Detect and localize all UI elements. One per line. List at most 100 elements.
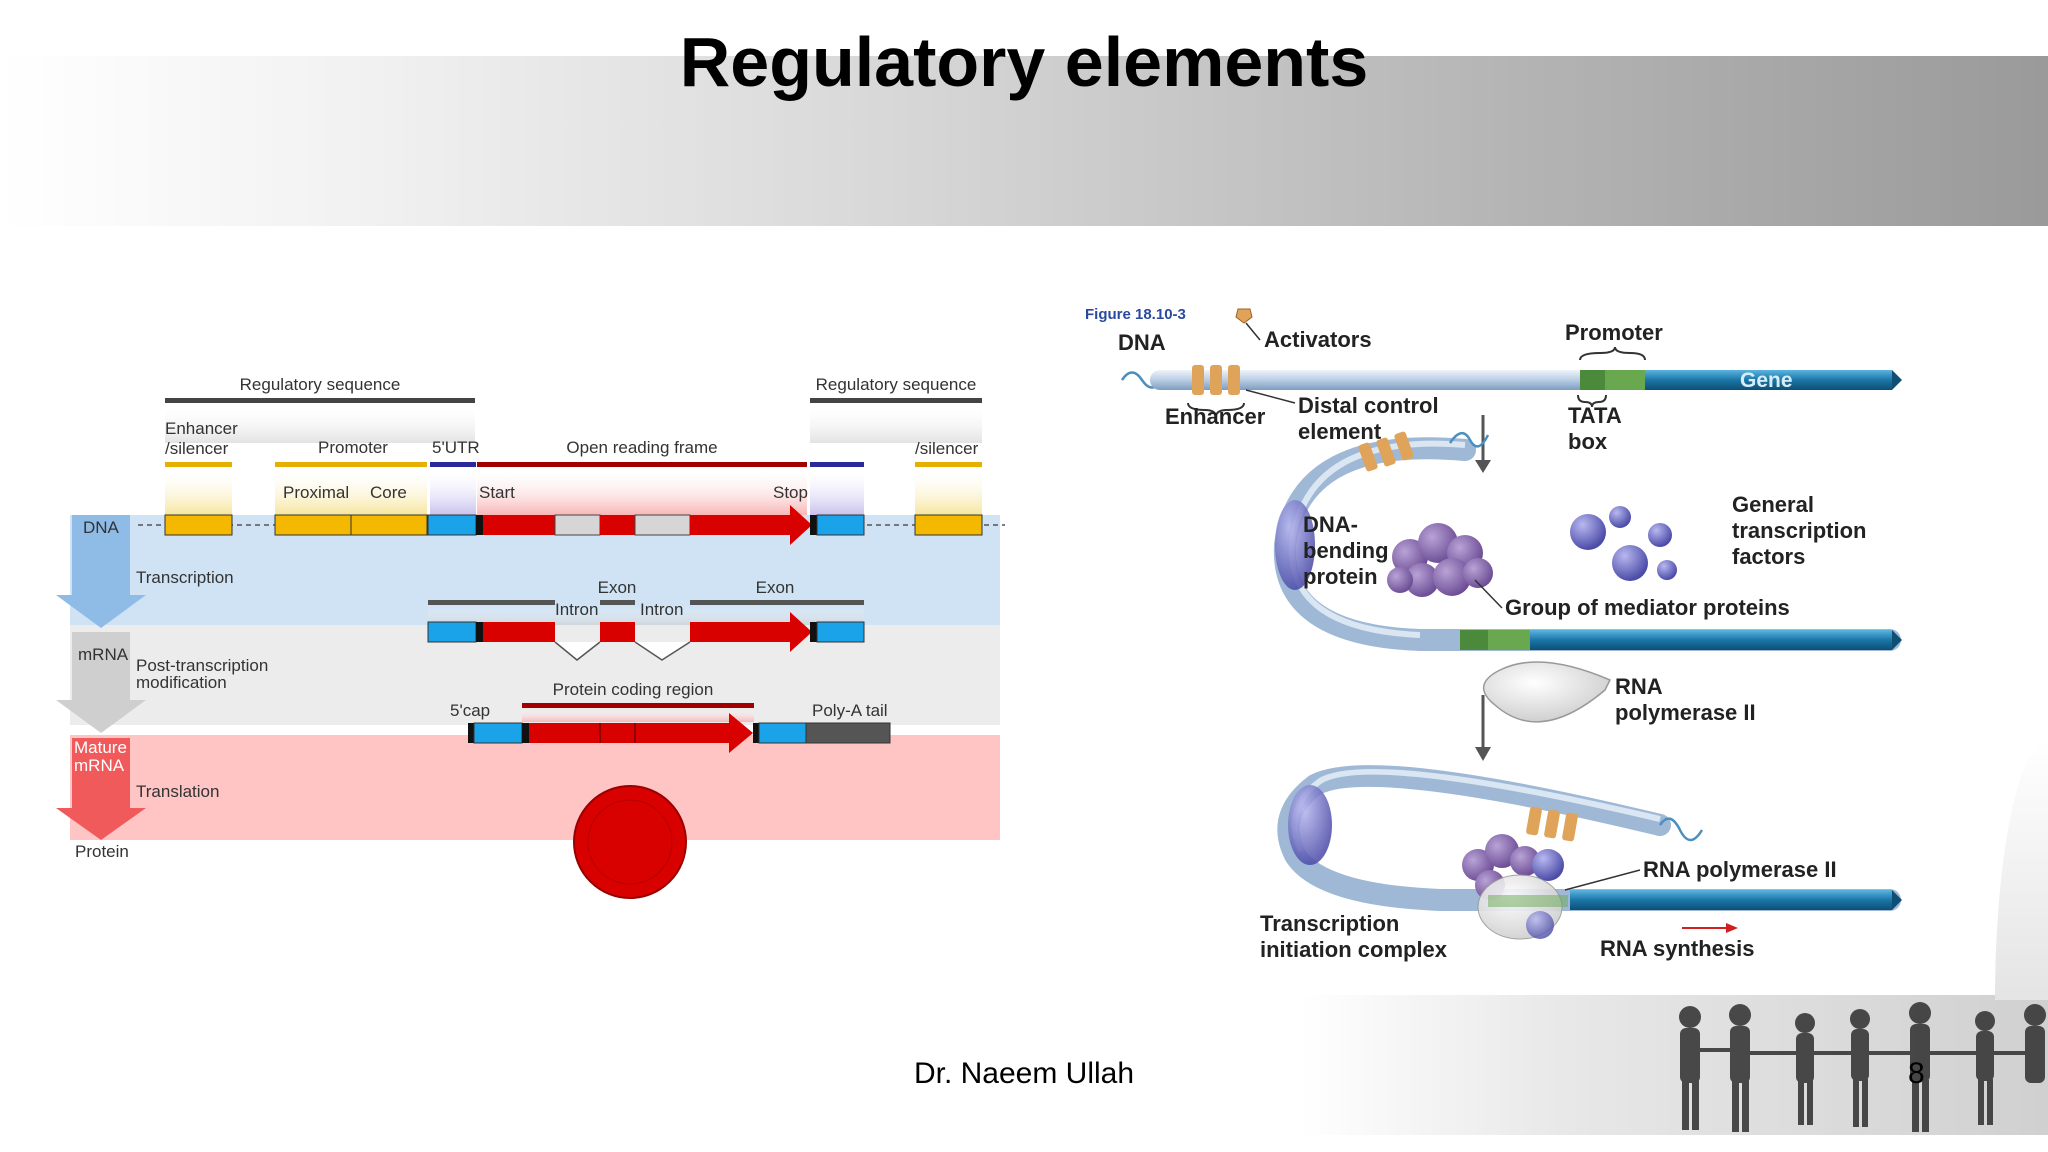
intron2-label: Intron [640,600,683,619]
rna-polymerase-blob [1483,661,1612,723]
middle-enhancer-bands [1358,431,1414,472]
header-band [0,56,2048,226]
figure-label: Figure 18.10-3 [1085,306,1186,323]
silencer-right-bar [915,462,982,467]
general-factors [1570,506,1677,581]
general-label-1: General [1732,492,1814,517]
dna-utr5-block [427,514,477,536]
gene-label: Gene [1740,369,1793,392]
activator-icon [1235,308,1253,324]
initiation-label-2: initiation complex [1260,937,1448,962]
right-edge-decoration [1995,740,2048,1000]
middle-promoter [1488,630,1530,650]
regulatory-sequence-right-label: Regulatory sequence [816,375,977,394]
distal-label-1: Distal control [1298,393,1439,418]
premrna-shade [428,605,864,625]
activator-pointer [1245,322,1261,341]
promoter-bracket [1579,346,1646,361]
dna-stop-codon [810,515,817,535]
mature-stop [753,723,759,743]
dna-intron1 [554,514,601,536]
premrna-top-bar-right [690,600,864,605]
utr3-bar [810,462,864,467]
tata-label-1: TATA [1568,403,1622,428]
tata-bracket [1577,394,1607,408]
utr-shade [430,467,476,515]
promoter-bar [275,462,427,467]
promoter-segment [1605,370,1645,390]
enhancer-bar [165,462,232,467]
orf-bar [477,462,807,467]
premrna-top-bar-left [428,600,555,605]
dna-upstream-tube [1150,370,1650,390]
regulatory-bar-right [810,398,982,403]
bottom-gene-tube [1570,890,1892,910]
distal-label-2: element [1298,419,1382,444]
enhancer-shade [165,467,232,515]
dna-utr3-block [816,514,865,536]
enhancer-bands [1192,365,1240,395]
promoter-label: Promoter [1565,320,1663,345]
transcription-label: Transcription [136,568,234,587]
mediator-cluster [1387,523,1493,597]
regulatory-shade-left [165,403,475,443]
middle-gene-end [1892,630,1902,650]
dna-exon1 [483,515,555,535]
step-arrow-1-head [1475,460,1491,473]
dna-proximal-block [274,514,352,536]
mediator-pointer [1474,579,1503,609]
dna-silencer-block [914,514,983,536]
post-transcription-label-1: Post-transcription [136,656,268,675]
polya-label: Poly-A tail [812,701,888,720]
silencer-right-label: /silencer [915,439,979,458]
post-transcription-label-2: modification [136,673,227,692]
cap-label: 5'cap [450,701,490,720]
dna-label: DNA [83,518,120,537]
orf-label: Open reading frame [566,438,717,457]
protein-label: Protein [75,842,129,861]
mrna-stage-arrow [56,632,146,733]
enhancer-label-2: /silencer [165,439,229,458]
gene-structure-diagram: Regulatory sequence Regulatory sequence … [56,375,1005,899]
rnapol2-pointer [1564,869,1641,891]
transcription-initiation-diagram: Figure 18.10-3 DNA Gene Activators Promo… [1085,306,1902,962]
mediator-label: Group of mediator proteins [1505,595,1790,620]
bottom-enhancer-bands [1526,806,1578,842]
rnapol-label-1: RNA [1615,674,1663,699]
intron1-label: Intron [555,600,598,619]
bottom-helix-end [1658,817,1704,842]
protein-band [70,735,1000,840]
core-label: Core [370,483,407,502]
initiation-label-1: Transcription [1260,911,1399,936]
footer-author: Dr. Naeem Ullah [913,1057,1135,1090]
bottom-bending-protein [1288,785,1332,865]
enhancer-bracket [1187,402,1245,418]
start-label: Start [479,483,515,502]
dna-start-codon [476,515,483,535]
mrna-label: mRNA [78,645,129,664]
promoter-shade [275,467,427,515]
mature-mrna-label-1: Mature [74,738,127,757]
dna-exon2 [600,515,635,535]
premrna-exon1 [483,622,555,642]
premrna-utr5 [427,621,477,643]
page-number: 8 [1908,1057,1925,1090]
mature-polya [805,722,891,744]
exon2-label: Exon [756,578,795,597]
premrna-start [476,622,483,642]
dna-enhancer-block [164,514,233,536]
middle-blue-segment [1530,630,1630,650]
enhancer-label-1: Enhancer [165,419,238,438]
translation-label: Translation [136,782,219,801]
splice-loop-1 [554,641,601,661]
mature-utr5 [473,722,523,744]
synthesis-arrow-head [1726,923,1738,933]
rnapol-label-2: polymerase II [1615,700,1756,725]
mature-coding-arrow [729,713,753,753]
tata-box-segment [1580,370,1605,390]
middle-tata [1460,630,1488,650]
dna-bending-protein [1275,500,1315,590]
utr-bar [430,462,476,467]
premrna-exon3-arrow [690,612,812,652]
